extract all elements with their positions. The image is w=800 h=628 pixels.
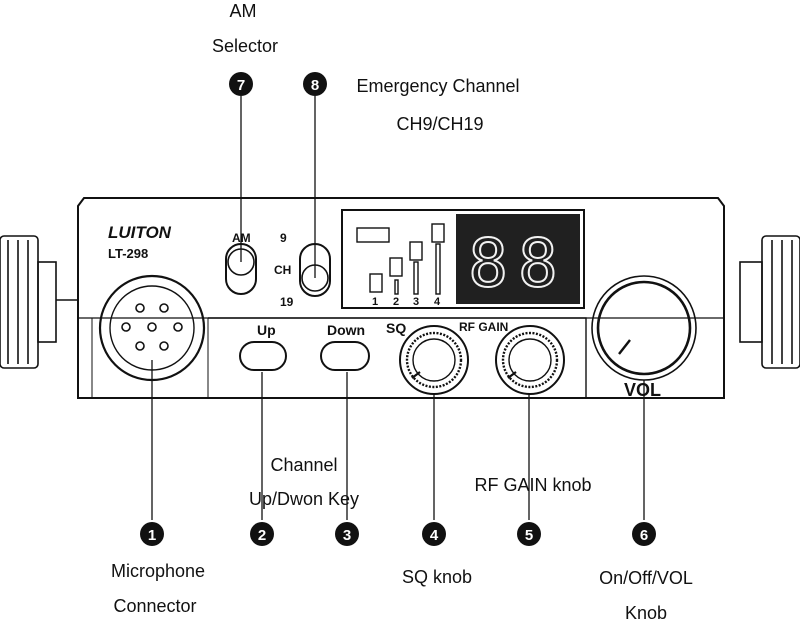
- emergency-channel-label-line1: Emergency Channel: [356, 76, 520, 96]
- callout-badge-5: 5: [517, 522, 541, 546]
- up-label: Up: [257, 322, 276, 338]
- channel-key-label-line1: Channel: [270, 455, 338, 475]
- callout-badge-4: 4: [422, 522, 446, 546]
- callout-badge-3: 3: [335, 522, 359, 546]
- emergency-channel-label-line2: CH9/CH19: [396, 114, 484, 134]
- callout-badge-1: 1: [140, 522, 164, 546]
- callout-badge-7: 7: [229, 72, 253, 96]
- sq-knob-label: SQ knob: [401, 567, 473, 587]
- vol-knob-label-line2: Knob: [624, 603, 668, 623]
- microphone-connector-label-line2: Connector: [113, 596, 197, 616]
- channel-key-label-line2: Up/Dwon Key: [248, 489, 360, 509]
- signal-meter: [356, 223, 445, 295]
- sq-label: SQ: [386, 320, 406, 336]
- am-label: AM: [232, 231, 251, 245]
- channel-display-digits: 88: [468, 225, 567, 302]
- svg-text:8: 8: [311, 77, 319, 94]
- callout-badge-8: 8: [303, 72, 327, 96]
- am-selector-label-line2: Selector: [211, 36, 279, 56]
- svg-text:3: 3: [343, 527, 351, 544]
- channel-up-key[interactable]: [239, 341, 287, 371]
- vol-knob[interactable]: [591, 275, 697, 381]
- down-label: Down: [327, 322, 365, 338]
- rf-gain-knob[interactable]: [495, 325, 565, 395]
- channel-down-key[interactable]: [320, 341, 370, 371]
- callout-badge-2: 2: [250, 522, 274, 546]
- callout-badges: 1 2 3 4 5 6 7 8: [140, 72, 656, 546]
- microphone-connector-label-line1: Microphone: [110, 561, 206, 581]
- svg-text:5: 5: [525, 527, 533, 544]
- right-mounting-bracket: [739, 235, 800, 369]
- callout-badge-6: 6: [632, 522, 656, 546]
- svg-text:1: 1: [148, 527, 156, 544]
- svg-text:4: 4: [430, 527, 439, 544]
- am-selector-label-line1: AM: [229, 1, 257, 21]
- sq-knob[interactable]: [399, 325, 469, 395]
- meter-label: 4: [434, 296, 441, 308]
- rf-gain-label: RF GAIN: [459, 320, 508, 334]
- callout-leader-lines: [151, 96, 645, 520]
- ch9-label: 9: [280, 231, 287, 245]
- svg-text:7: 7: [237, 77, 245, 94]
- meter-label: 3: [413, 296, 419, 308]
- meter-scale-labels: 1 2 3 4: [372, 296, 441, 308]
- display-window: [341, 209, 585, 309]
- left-mounting-bracket: [0, 235, 78, 369]
- radio-body: [77, 197, 725, 399]
- svg-text:2: 2: [258, 527, 266, 544]
- meter-label: 2: [393, 296, 399, 308]
- model-label: LT-298: [108, 246, 148, 261]
- rf-gain-knob-label: RF GAIN knob: [474, 475, 592, 495]
- ch19-label: 19: [280, 295, 294, 309]
- brand-logo: LUITON: [108, 223, 172, 242]
- vol-label: VOL: [624, 380, 661, 400]
- vol-knob-label-line1: On/Off/VOL: [599, 568, 693, 588]
- svg-text:6: 6: [640, 527, 648, 544]
- meter-label: 1: [372, 296, 378, 308]
- ch-label: CH: [274, 263, 291, 277]
